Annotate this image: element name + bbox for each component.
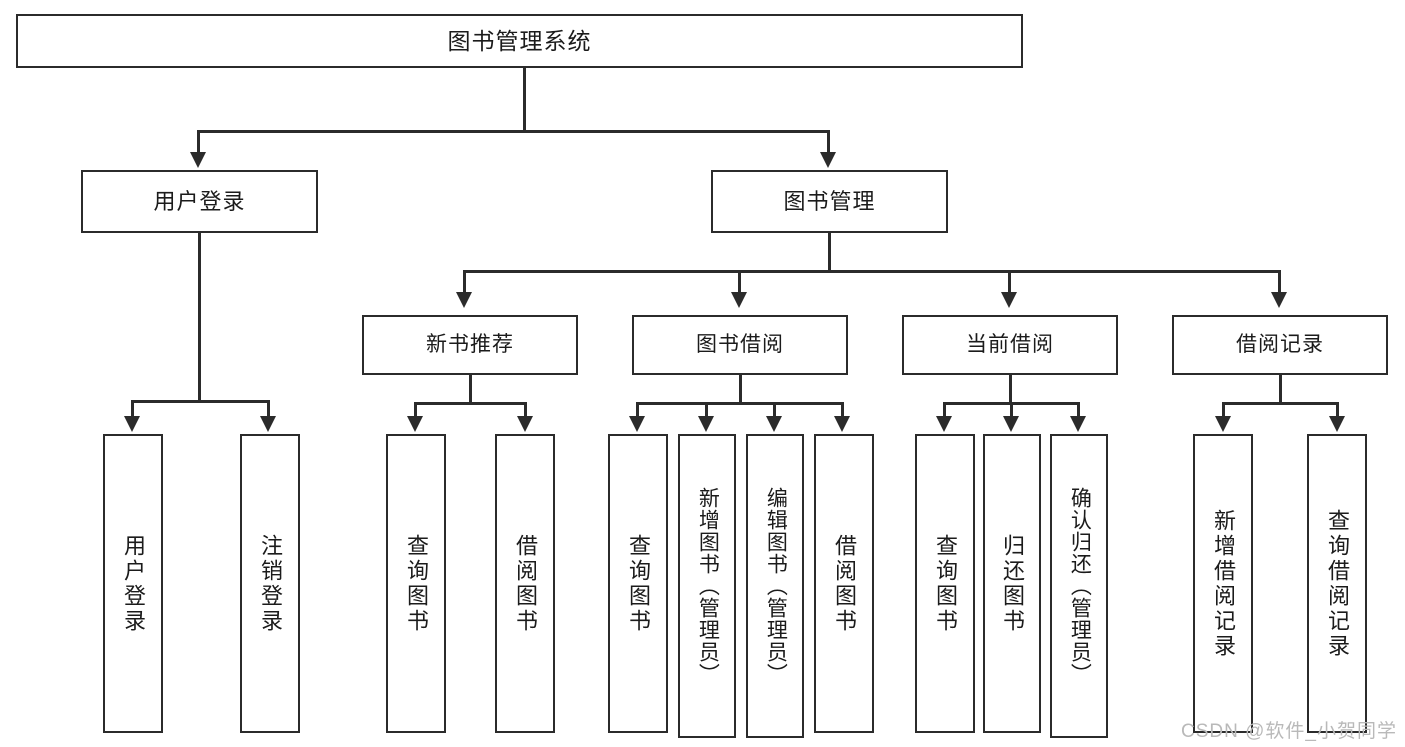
arrowhead-leaf-nbr-2 [517, 416, 533, 432]
connector-bb-drop-3 [773, 402, 776, 418]
connector-nbr-trunk [469, 375, 472, 405]
connector-user-login-trunk [198, 233, 201, 403]
node-label: 图书管理 [783, 188, 876, 214]
connector-bm-drop-2 [738, 270, 741, 294]
arrowhead-leaf-nbr-1 [407, 416, 423, 432]
leaf-label: 编辑图书（管理员） [764, 487, 788, 685]
leaf-label: 注销登录 [257, 533, 283, 634]
arrowhead-leaf-br-2 [1329, 416, 1345, 432]
arrowhead-new-book-recommend [456, 292, 472, 308]
leaf-user-login-logout[interactable]: 注销登录 [240, 434, 300, 733]
leaf-current-borrow-return[interactable]: 归还图书 [983, 434, 1041, 733]
leaf-label: 确认归还（管理员） [1068, 487, 1092, 685]
connector-br-trunk [1279, 375, 1282, 405]
connector-bb-drop-2 [705, 402, 708, 418]
connector-cb-drop-3 [1077, 402, 1080, 418]
node-book-borrow[interactable]: 图书借阅 [632, 315, 848, 375]
connector-nbr-drop-1 [414, 402, 417, 418]
arrowhead-leaf-bb-2 [698, 416, 714, 432]
node-user-login[interactable]: 用户登录 [81, 170, 318, 233]
leaf-label: 借阅图书 [512, 533, 538, 634]
connector-bb-trunk [739, 375, 742, 405]
node-borrow-record[interactable]: 借阅记录 [1172, 315, 1388, 375]
node-current-borrow[interactable]: 当前借阅 [902, 315, 1118, 375]
connector-br-drop-2 [1336, 402, 1339, 418]
node-root-book-management-system[interactable]: 图书管理系统 [16, 14, 1023, 68]
connector-cb-drop-2 [1010, 402, 1013, 418]
leaf-borrow-record-add[interactable]: 新增借阅记录 [1193, 434, 1253, 733]
leaf-book-borrow-edit-book-admin[interactable]: 编辑图书（管理员） [746, 434, 804, 738]
node-new-book-recommend[interactable]: 新书推荐 [362, 315, 578, 375]
connector-root-bus [197, 130, 829, 133]
arrowhead-leaf-bb-4 [834, 416, 850, 432]
connector-bm-drop-3 [1008, 270, 1011, 294]
leaf-user-login-login[interactable]: 用户登录 [103, 434, 163, 733]
connector-bb-bus [636, 402, 844, 405]
connector-cb-trunk [1009, 375, 1012, 405]
arrowhead-leaf-bb-3 [766, 416, 782, 432]
connector-br-bus [1222, 402, 1339, 405]
leaf-label: 查询借阅记录 [1324, 508, 1350, 659]
leaf-borrow-record-query[interactable]: 查询借阅记录 [1307, 434, 1367, 733]
node-label: 用户登录 [153, 188, 246, 214]
leaf-label: 查询图书 [625, 533, 651, 634]
leaf-label: 新增借阅记录 [1210, 508, 1236, 659]
leaf-label: 新增图书（管理员） [696, 487, 720, 685]
connector-br-drop-1 [1222, 402, 1225, 418]
arrowhead-current-borrow [1001, 292, 1017, 308]
leaf-new-book-recommend-query[interactable]: 查询图书 [386, 434, 446, 733]
connector-book-management-trunk [828, 233, 831, 273]
node-label: 图书借阅 [696, 332, 784, 356]
node-label: 图书管理系统 [447, 27, 592, 54]
arrowhead-user-login [190, 152, 206, 168]
connector-nbr-bus [414, 402, 527, 405]
leaf-label: 查询图书 [932, 533, 958, 634]
arrowhead-leaf-cb-2 [1003, 416, 1019, 432]
connector-root-to-user-login [197, 130, 200, 154]
connector-bm-drop-4 [1278, 270, 1281, 294]
connector-user-login-drop-2 [267, 400, 270, 418]
connector-bb-drop-4 [841, 402, 844, 418]
arrowhead-leaf-cb-3 [1070, 416, 1086, 432]
arrowhead-borrow-record [1271, 292, 1287, 308]
leaf-label: 查询图书 [403, 533, 429, 634]
leaf-new-book-recommend-borrow[interactable]: 借阅图书 [495, 434, 555, 733]
leaf-book-borrow-query[interactable]: 查询图书 [608, 434, 668, 733]
arrowhead-book-borrow [731, 292, 747, 308]
leaf-current-borrow-confirm-return-admin[interactable]: 确认归还（管理员） [1050, 434, 1108, 738]
connector-user-login-bus [131, 400, 270, 403]
connector-root-to-book-management [827, 130, 830, 154]
arrowhead-leaf-user-login-2 [260, 416, 276, 432]
connector-book-management-bus [463, 270, 1281, 273]
node-label: 当前借阅 [966, 332, 1054, 356]
csdn-watermark: CSDN @软件_小贺同学 [1181, 721, 1397, 742]
connector-root-trunk [523, 68, 526, 130]
leaf-label: 用户登录 [120, 533, 146, 634]
leaf-current-borrow-query[interactable]: 查询图书 [915, 434, 975, 733]
leaf-label: 归还图书 [999, 533, 1025, 634]
connector-bb-drop-1 [636, 402, 639, 418]
leaf-label: 借阅图书 [831, 533, 857, 634]
node-label: 新书推荐 [426, 332, 514, 356]
connector-user-login-drop-1 [131, 400, 134, 418]
node-book-management[interactable]: 图书管理 [711, 170, 948, 233]
arrowhead-book-management [820, 152, 836, 168]
connector-nbr-drop-2 [524, 402, 527, 418]
arrowhead-leaf-cb-1 [936, 416, 952, 432]
connector-bm-drop-1 [463, 270, 466, 294]
connector-cb-drop-1 [943, 402, 946, 418]
arrowhead-leaf-bb-1 [629, 416, 645, 432]
node-label: 借阅记录 [1236, 332, 1324, 356]
leaf-book-borrow-borrow-book[interactable]: 借阅图书 [814, 434, 874, 733]
arrowhead-leaf-user-login-1 [124, 416, 140, 432]
leaf-book-borrow-add-book-admin[interactable]: 新增图书（管理员） [678, 434, 736, 738]
arrowhead-leaf-br-1 [1215, 416, 1231, 432]
